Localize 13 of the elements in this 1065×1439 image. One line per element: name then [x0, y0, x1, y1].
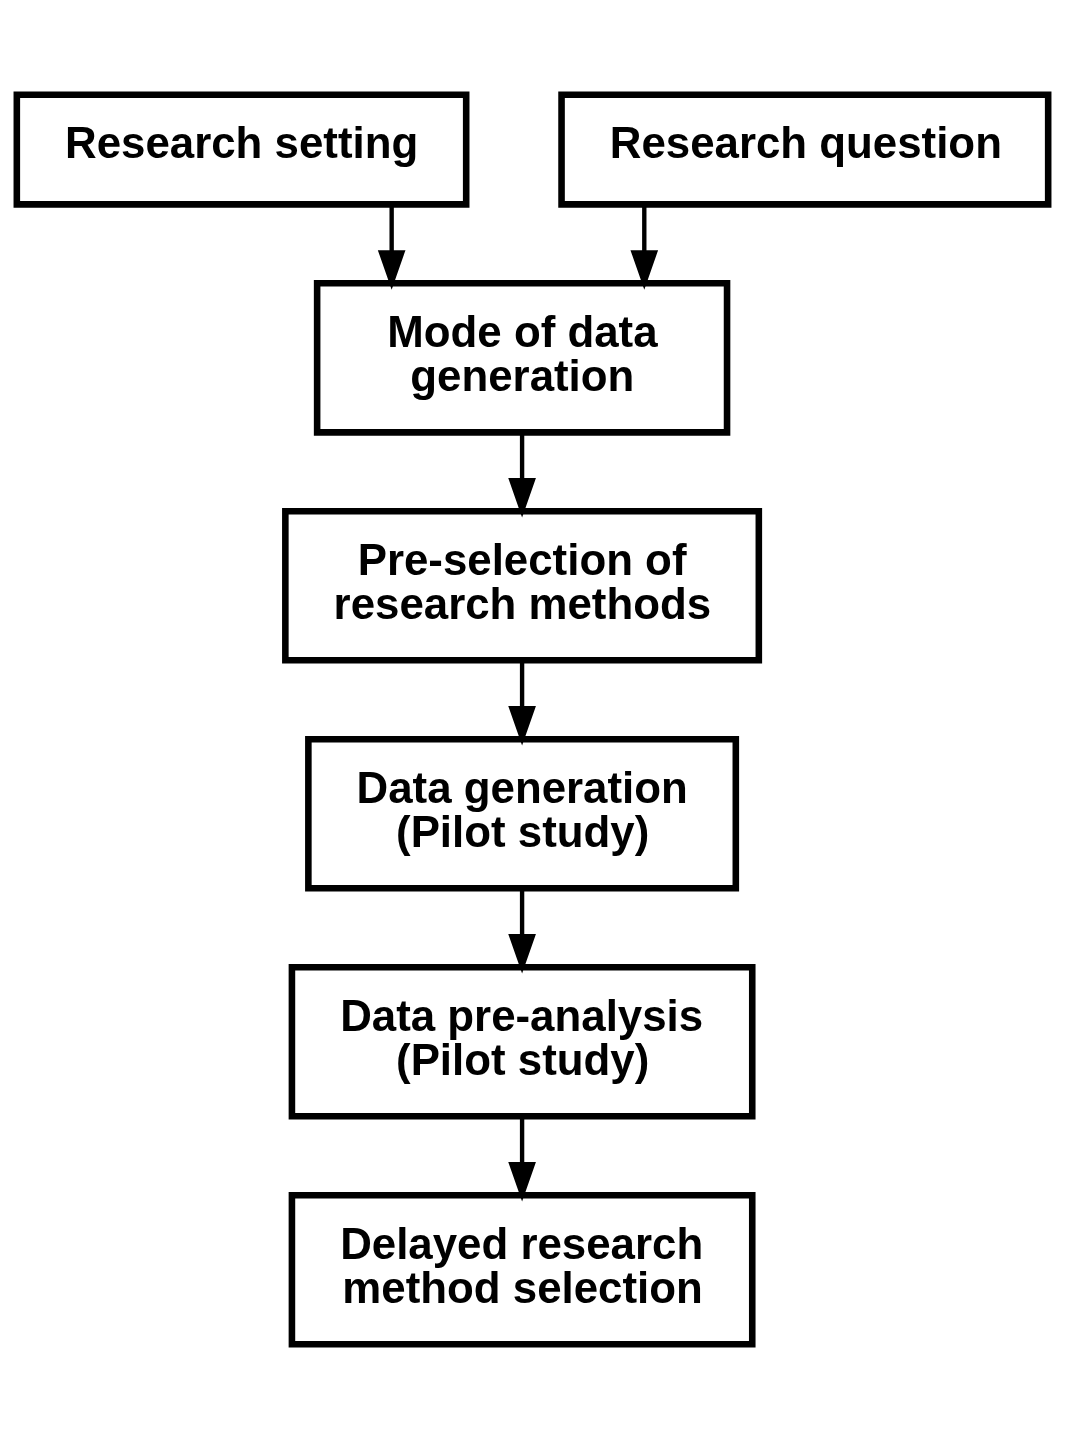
arrow [630, 205, 659, 290]
node-box: Data pre-analysis (Pilot study) [288, 963, 756, 1120]
arrow [508, 660, 536, 746]
arrow [508, 1116, 536, 1202]
node-box: Delayed research method selection [288, 1191, 756, 1348]
arrow [508, 888, 536, 974]
node-box: Research setting [13, 91, 470, 208]
arrow [508, 432, 536, 518]
node-box: Research question [558, 91, 1052, 208]
arrow [377, 205, 406, 290]
node-box: Mode of data generation [313, 280, 731, 436]
node-box: Data generation (Pilot study) [305, 735, 740, 892]
node-box: Pre-selection of research methods [282, 507, 763, 664]
